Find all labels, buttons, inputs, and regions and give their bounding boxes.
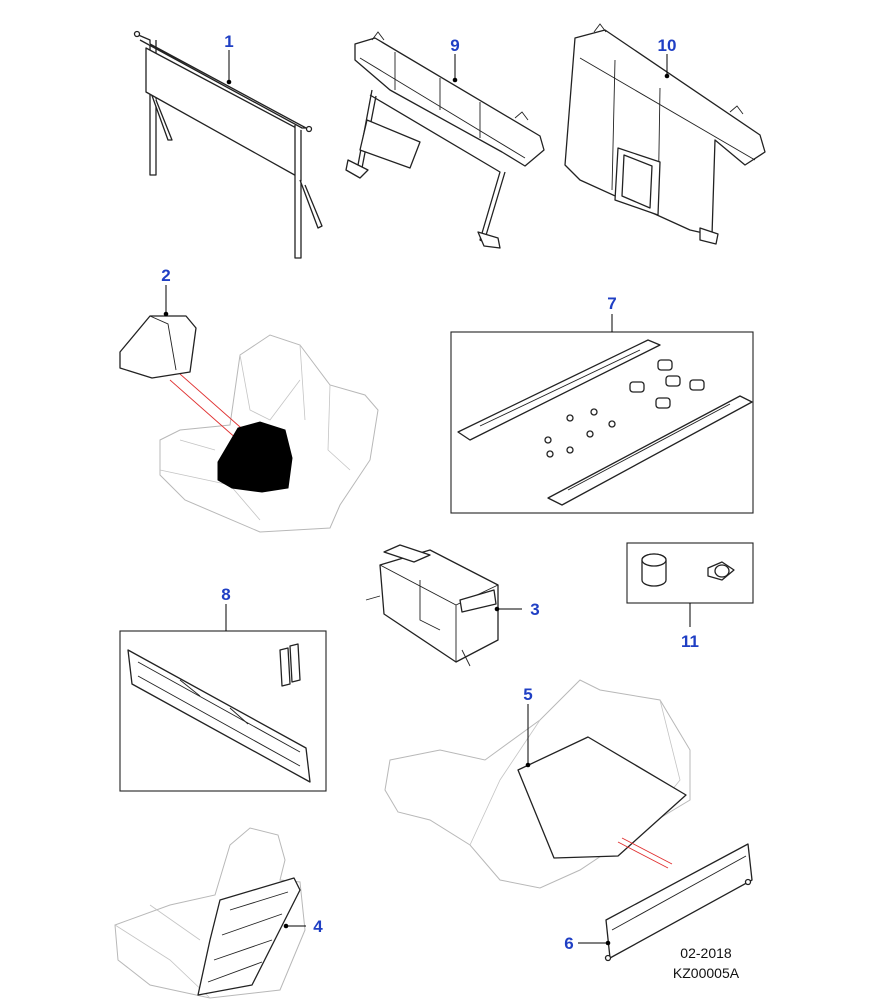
- part-11-caps: [641, 553, 735, 587]
- part-5-floor-net: [517, 736, 687, 859]
- part-6-load-cover: [604, 843, 753, 962]
- callout-5: 5: [523, 685, 532, 704]
- callout-4: 4: [313, 917, 323, 936]
- callout-2: 2: [161, 266, 170, 285]
- part-7-box: [450, 331, 754, 514]
- part-2-armrest-cover: [119, 315, 293, 493]
- part-8-box: [119, 630, 327, 792]
- part-8-load-bars: [127, 643, 311, 783]
- callout-9: 9: [450, 36, 459, 55]
- part-9-wire-mesh-guard: [345, 31, 545, 249]
- part-4-seat-back-organiser: [197, 877, 301, 996]
- callout-7: 7: [607, 294, 616, 313]
- part-7-screws: [544, 408, 616, 458]
- callout-11: 11: [681, 632, 699, 651]
- callout-8: 8: [221, 585, 230, 604]
- part-10-folded-wire-guard: [564, 23, 766, 245]
- callout-3: 3: [530, 600, 539, 619]
- part-7-clips: [629, 359, 705, 409]
- callout-10: 10: [658, 36, 677, 55]
- part-1-cargo-net-partition: [133, 30, 323, 259]
- footer-code: KZ00005A: [673, 965, 740, 981]
- part-3-cargo-organiser: [365, 544, 499, 667]
- part-7-rail-kit: [457, 339, 753, 506]
- callout-1: 1: [224, 32, 233, 51]
- footer-date: 02-2018: [680, 945, 732, 961]
- callout-6: 6: [564, 934, 573, 953]
